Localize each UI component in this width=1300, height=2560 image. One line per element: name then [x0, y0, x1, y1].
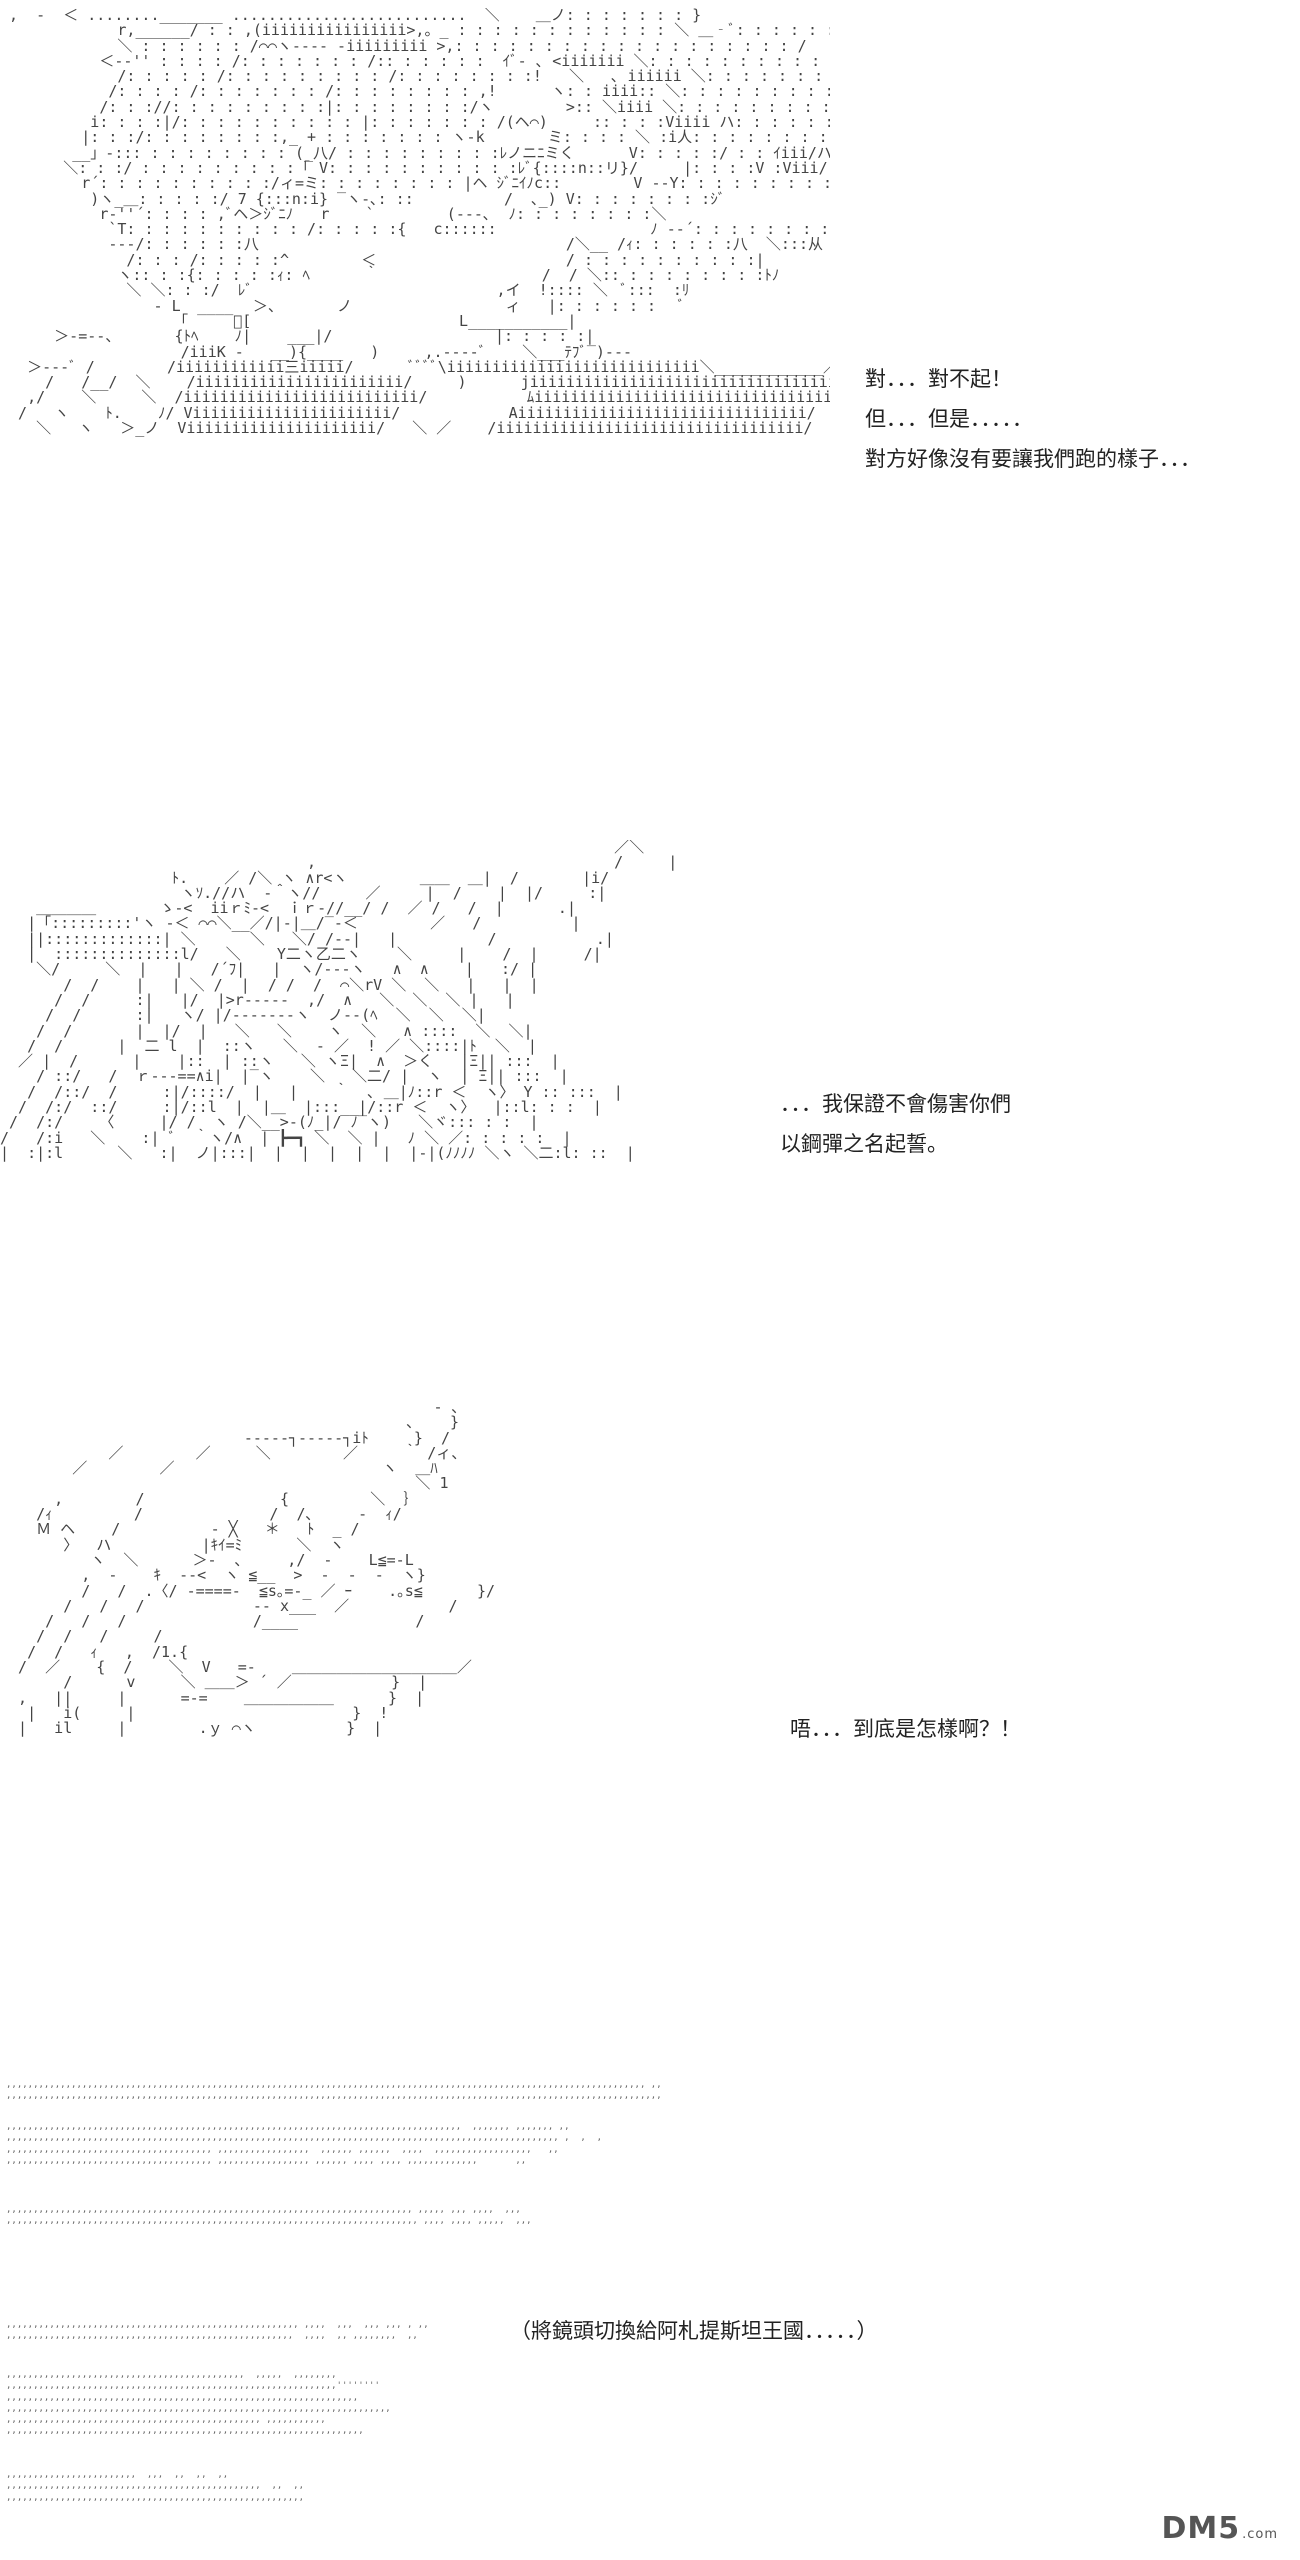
dotted-texture: ,,,,,,,,,,,,,,,,,,,,,,,,,,,,,,,,,,,,,,,,… — [6, 2370, 391, 2437]
dotted-texture: ,,,,,,,,,,,,,,,,,,,,,,,,,,,,,,,,,,,,,,,,… — [6, 2080, 662, 2102]
dialogue-line: 但．．．但是．．．．． — [865, 406, 1033, 431]
dialogue-apology: 對．．．對不起！ 但．．．但是．．．．． 對方好像沒有要讓我們跑的樣子．．． — [865, 360, 1201, 480]
dialogue-line: ．．．我保證不會傷害你們 — [780, 1092, 1011, 1116]
dotted-texture: ,,,,,,,,,,,,,,,,,,,,,,,,,,,,,,,,,,,,,,,,… — [6, 2122, 603, 2166]
ascii-art-gundam: ／＼ , / | ﾄ. ／ /＼ ヽ ∧r<ヽ ＿＿ ＿| / |i/ ヽｿ./… — [0, 840, 678, 1162]
watermark-main: DM5 — [1161, 2511, 1241, 2546]
dotted-texture: ,,,,,,,,,,,,,,,,,,,,,,,,,,,,,,,,,,,,,,,,… — [6, 2205, 532, 2227]
narration-caption: （將鏡頭切換給阿札提斯坦王國．．．．．） — [510, 2319, 878, 2343]
ascii-art-frightened-character: , ‐ ＜ ........_______ ..................… — [9, 8, 830, 438]
panel-oath: ／＼ , / | ﾄ. ／ /＼ ヽ ∧r<ヽ ＿＿ ＿| / |i/ ヽｿ./… — [0, 820, 1300, 1380]
site-watermark: DM5 .com — [1161, 2511, 1278, 2546]
dialogue-confusion: 唔．．．到底是怎樣啊？！ — [790, 1710, 1021, 1750]
dialogue-line: 以鋼彈之名起誓。 — [780, 1131, 948, 1156]
dialogue-line: 唔．．．到底是怎樣啊？！ — [790, 1717, 1021, 1741]
dotted-texture: ,,,,,,,,,,,,,,,,,,,,,,,, ,,, ,, ,, ,, ,,… — [6, 2470, 305, 2503]
panel-apology: , ‐ ＜ ........_______ ..................… — [0, 0, 1300, 820]
ascii-art-confused-character: - ､ ､ } ‐‐‐‐‐┐‐‐‐‐‐┐iﾄ } / ／ ／ ＼ ／ ｀ /ィ、… — [18, 1400, 496, 1738]
panel-scene-change: ,,,,,,,,,,,,,,,,,,,,,,,,,,,,,,,,,,,,,,,,… — [0, 2030, 1300, 2560]
dialogue-line: 對．．．對不起！ — [865, 367, 1012, 391]
dialogue-line: 對方好像沒有要讓我們跑的樣子．．． — [865, 446, 1201, 471]
panel-confusion: - ､ ､ } ‐‐‐‐‐┐‐‐‐‐‐┐iﾄ } / ／ ／ ＼ ／ ｀ /ィ、… — [0, 1380, 1300, 2030]
dialogue-oath: ．．．我保證不會傷害你們 以鋼彈之名起誓。 — [780, 1085, 1011, 1165]
watermark-sub: .com — [1242, 2527, 1278, 2542]
dotted-texture: ,,,,,,,,,,,,,,,,,,,,,,,,,,,,,,,,,,,,,,,,… — [6, 2320, 429, 2342]
